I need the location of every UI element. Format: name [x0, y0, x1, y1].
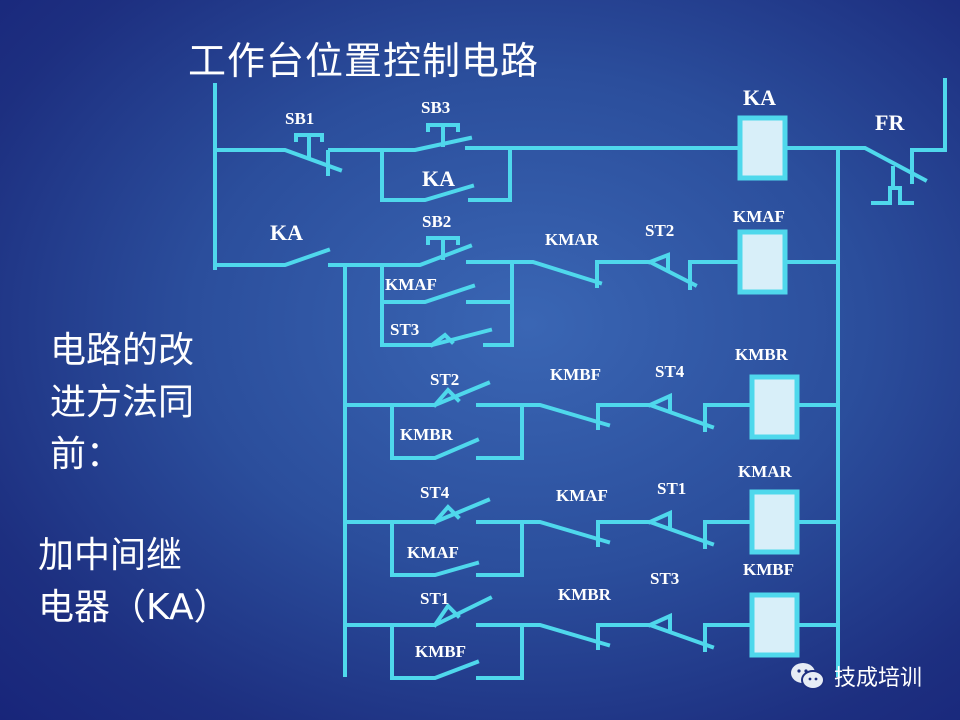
label-kmbr-coil: KMBR [735, 345, 789, 364]
note-line: 进方法同 [50, 382, 195, 423]
sb3-button [426, 123, 460, 147]
note-line: 电路的改 [50, 330, 195, 371]
label-fr: FR [875, 110, 905, 135]
row-ka [213, 78, 947, 270]
label-st1-nc: ST1 [657, 479, 686, 498]
label-kmar-nc: KMAR [545, 230, 600, 249]
label-st1-no: ST1 [420, 589, 449, 608]
sb1-button [294, 133, 324, 160]
page-title: 工作台位置控制电路 [188, 39, 540, 83]
sb2-button [426, 236, 460, 260]
label-sb2: SB2 [422, 212, 451, 231]
label-ka-coil: KA [743, 85, 776, 110]
label-sb1: SB1 [285, 109, 314, 128]
note-line: 前： [50, 434, 123, 475]
label-st3-nc: ST3 [650, 569, 679, 588]
label-kmar-coil: KMAR [738, 462, 793, 481]
ka-coil [737, 115, 788, 181]
label-sb3: SB3 [421, 98, 450, 117]
kmbr-coil [749, 374, 800, 440]
label-st4-no: ST4 [420, 483, 450, 502]
label-kmbf-hold: KMBF [415, 642, 466, 661]
fr-thermal-element [871, 186, 914, 205]
note-text: 电路的改 进方法同 前： [50, 325, 194, 481]
row-kmar [343, 489, 840, 577]
label-st2-no: ST2 [430, 370, 459, 389]
label-kmbf-coil: KMBF [743, 560, 794, 579]
row-kmaf [213, 146, 840, 677]
label-ka-hold: KA [422, 166, 455, 191]
row-kmbf [343, 592, 840, 680]
label-kmbf-nc: KMBF [550, 365, 601, 384]
label-kmaf-coil: KMAF [733, 207, 785, 226]
kmbf-coil [749, 592, 800, 658]
label-kmbr-hold: KMBR [400, 425, 454, 444]
label-kmaf-nc: KMAF [556, 486, 608, 505]
label-kmaf-hold: KMAF [385, 275, 437, 294]
addition-line: 加中间继 [38, 535, 183, 576]
label-ka-main: KA [270, 220, 303, 245]
addition-text: 加中间继 电器（KA） [38, 530, 230, 634]
kmar-coil [749, 489, 800, 555]
label-st2-nc: ST2 [645, 221, 674, 240]
label-st3-no: ST3 [390, 320, 419, 339]
label-kmaf-hold-2: KMAF [407, 543, 459, 562]
label-kmbr-nc: KMBR [558, 585, 612, 604]
watermark: 技成培训 [790, 660, 922, 692]
label-st4-nc: ST4 [655, 362, 685, 381]
addition-line: 电器（KA） [38, 587, 230, 628]
watermark-text: 技成培训 [834, 666, 923, 691]
row-kmbr [343, 374, 840, 460]
wechat-icon [791, 663, 825, 690]
kmaf-coil [737, 229, 788, 295]
